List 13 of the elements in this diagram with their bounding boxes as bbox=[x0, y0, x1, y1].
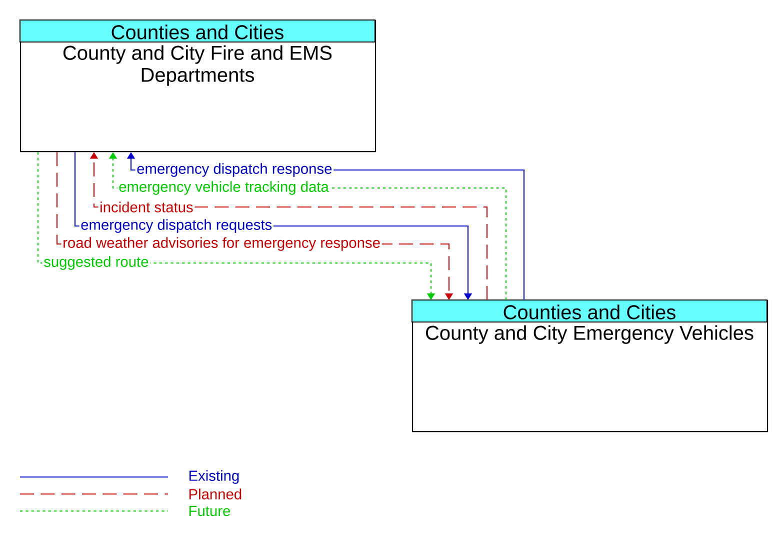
group-header: Counties and Cities bbox=[411, 299, 768, 323]
group-header: Counties and Cities bbox=[19, 19, 376, 43]
legend-label: Planned bbox=[189, 488, 242, 500]
edge-label: emergency dispatch requests bbox=[79, 218, 274, 234]
system-name: County and City Fire and EMS Departments bbox=[63, 45, 332, 86]
edge-label: incident status bbox=[98, 200, 195, 214]
edge-label: emergency dispatch response bbox=[135, 162, 334, 178]
system-name: County and City Emergency Vehicles bbox=[426, 325, 754, 344]
edge-label: road weather advisories for emergency response bbox=[61, 236, 382, 252]
edge-label: suggested route bbox=[42, 254, 150, 272]
edge-label: emergency vehicle tracking data bbox=[117, 180, 330, 196]
legend-label: Future bbox=[189, 506, 230, 516]
legend-label: Existing bbox=[189, 470, 239, 484]
